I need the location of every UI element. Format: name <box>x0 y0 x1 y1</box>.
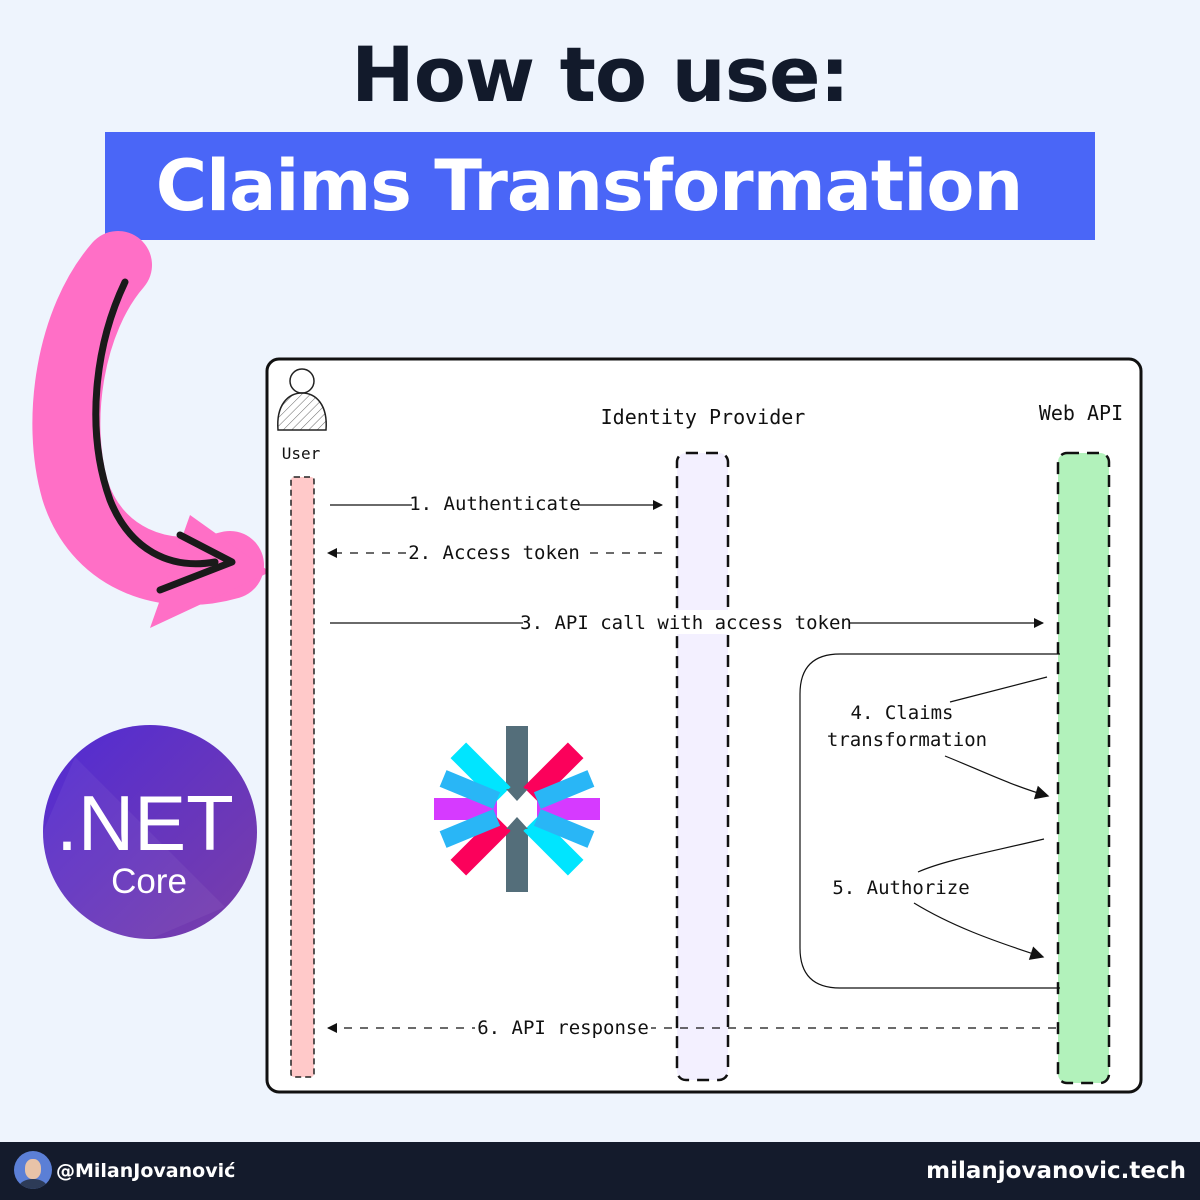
authorize-arrow <box>913 902 1045 960</box>
claims-transformation-label-line2: transformation <box>827 729 987 751</box>
user-label: User <box>282 444 321 463</box>
web-api-lifeline <box>1056 451 1111 1085</box>
claims-transformation-label-line1: 4. Claims <box>851 702 954 724</box>
identity-provider-lifeline <box>675 451 730 1082</box>
page-title: How to use: <box>351 30 850 119</box>
website-link[interactable]: milanjovanovic.tech <box>926 1158 1186 1184</box>
message-access-token-label: 2. Access token <box>408 542 580 564</box>
title-banner: Claims Transformation <box>105 132 1095 240</box>
user-lifeline <box>290 476 315 1078</box>
dotnet-core-logo: .NET Core <box>43 725 257 939</box>
web-api-label: Web API <box>1039 401 1123 425</box>
author-avatar <box>14 1151 52 1189</box>
net-logo-text: .NET <box>56 779 234 867</box>
identity-provider-label: Identity Provider <box>601 405 806 429</box>
author-handle[interactable]: @MilanJovanović <box>56 1160 236 1182</box>
self-call-group-box <box>799 653 1060 989</box>
banner-title: Claims Transformation <box>155 145 1024 227</box>
authorize-label: 5. Authorize <box>832 877 969 899</box>
jwt-logo <box>434 726 600 892</box>
message-authenticate-label: 1. Authenticate <box>409 493 581 515</box>
footer-bar: @MilanJovanović milanjovanovic.tech <box>0 1142 1200 1200</box>
claims-transformation-arrow <box>944 755 1050 800</box>
pink-curved-arrow-icon <box>32 231 270 628</box>
message-api-call-label: 3. API call with access token <box>520 612 852 634</box>
net-core-text: Core <box>111 862 187 901</box>
user-actor-icon <box>277 368 327 431</box>
message-api-response-label: 6. API response <box>477 1017 649 1039</box>
